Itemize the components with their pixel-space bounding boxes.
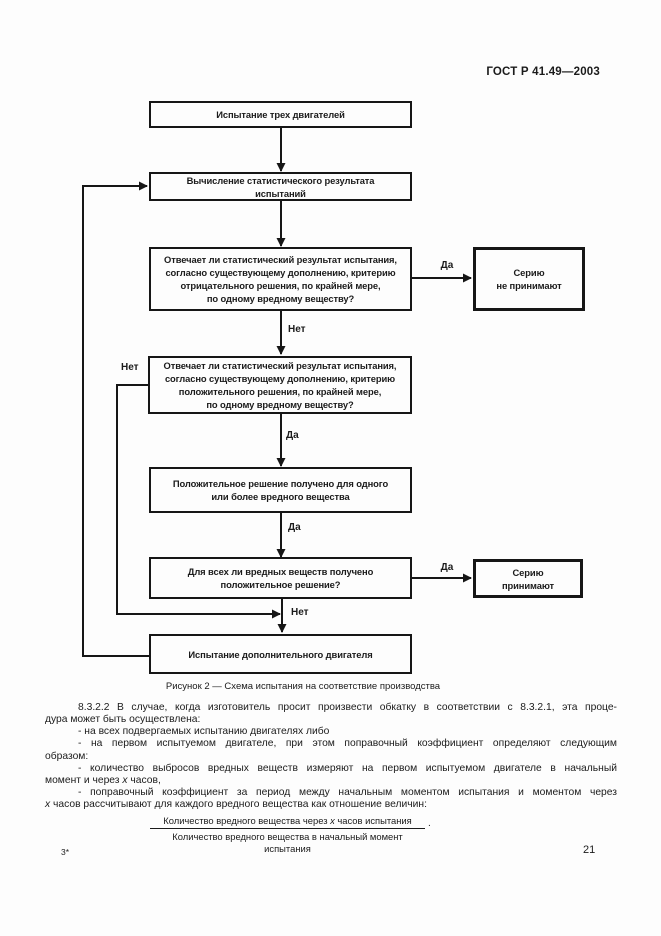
print-signature-mark: 3* [61,847,70,857]
line-text: часов рассчитывают для каждого вредного … [50,799,427,811]
paragraph-line: - на первом испытуемом двигателе, при эт… [78,738,617,750]
variable-x: x [330,815,335,826]
flowchart-box-positive-decision-one: Положительное решение получено для одног… [149,467,412,513]
flowchart-box-series-rejected: Серию не принимают [473,247,585,311]
line-text: часов, [127,774,161,786]
flowchart-box-positive-criterion: Отвечает ли статистический результат исп… [148,356,412,414]
paragraph-line: момент и через x часов, [45,775,617,787]
paragraph-line: образом: [45,750,89,762]
formula-period: . [428,818,431,829]
figure-caption: Рисунок 2 — Схема испытания на соответст… [165,681,441,692]
label-no-negative: Нет [288,324,306,335]
label-yes-reject: Да [440,260,454,271]
loop-additional-to-calc-line [82,181,149,657]
paragraph-line: дура может быть осуществлена: [45,714,201,726]
flowchart-box-calc-statistic: Вычисление статистического результата ис… [149,172,412,201]
paragraph-line: - поправочный коэффициент за период межд… [78,787,617,799]
variable-x: x [45,799,51,811]
label-no-all: Нет [291,607,309,618]
flowchart-box-series-accepted: Серию принимают [473,559,583,598]
label-yes-positive: Да [286,430,299,441]
label-yes-one: Да [288,522,301,533]
label-yes-accept: Да [440,562,454,573]
flowchart-box-all-substances: Для всех ли вредных веществ получено пол… [149,557,412,599]
flowchart-box-test-three-engines: Испытание трех двигателей [149,101,412,128]
flowchart-box-negative-criterion: Отвечает ли статистический результат исп… [149,247,412,311]
paragraph-line: x часов рассчитывают для каждого вредног… [45,799,617,811]
paragraph-line: - на всех подвергаемых испытанию двигате… [78,726,330,738]
numerator-text: Количество вредного вещества через [163,815,331,826]
fraction-numerator: Количество вредного вещества через x час… [150,815,425,829]
body-text-block: 8.3.2.2 В случае, когда изготовитель про… [45,702,617,811]
formula-fraction: Количество вредного вещества через x час… [150,815,425,855]
fraction-denominator: Количество вредного вещества в начальный… [172,831,403,854]
paragraph-line: - количество выбросов вредных веществ из… [78,762,617,774]
page-header-title: ГОСТ Р 41.49—2003 [486,66,600,78]
variable-x: x [122,774,128,786]
numerator-text: часов испытания [334,815,412,826]
page-number: 21 [583,844,596,856]
label-no-positive-loop: Нет [121,362,139,373]
flowchart-box-additional-engine: Испытание дополнительного двигателя [149,634,412,674]
paragraph-line: 8.3.2.2 В случае, когда изготовитель про… [78,702,617,713]
line-text: момент и через [45,774,123,786]
